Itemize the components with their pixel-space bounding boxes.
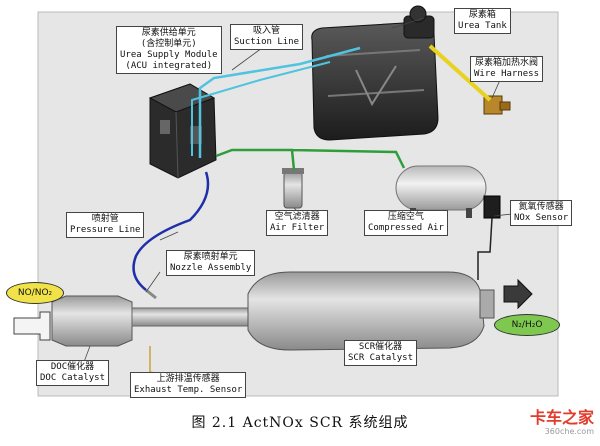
label-nozzle-en: Nozzle Assembly [170,263,252,273]
label-air-filter: 空气滤清器 Air Filter [266,210,329,236]
label-compressed-air: 压缩空气 Compressed Air [364,210,448,236]
label-filter-zh: 空气滤清器 [274,212,320,222]
label-supply-zh2: (含控制单元) [140,39,197,49]
watermark-sub: 360che.com [544,427,594,436]
watermark-main: 卡车之家 [529,408,594,427]
label-suction-line-en: Suction Line [234,37,300,47]
label-doc-en: DOC Catalyst [40,373,106,383]
air-line [215,148,406,171]
nox-sensor-shape [483,195,501,219]
label-scr-en: SCR Catalyst [348,353,414,363]
label-temp-en: Exhaust Temp. Sensor [134,385,243,395]
label-pressure-line: 喷射管 Pressure Line [66,212,145,238]
label-scr-zh: SCR催化器 [358,342,403,352]
label-urea-tank-zh: 尿素箱 [468,10,496,20]
label-pressure-zh: 喷射管 [91,214,119,224]
label-temp-zh: 上游排温传感器 [156,374,220,384]
inlet-gas-oval: NO/NO₂ [6,282,64,304]
label-nox-sensor: 氮氧传感器 NOx Sensor [510,200,573,226]
label-filter-en: Air Filter [270,223,325,233]
return-line [191,61,331,156]
label-suction-line-zh: 吸入管 [253,26,281,36]
label-supply-zh1: 尿素供给单元 [141,28,196,38]
label-pressure-en: Pressure Line [70,225,141,235]
wire-harness [428,44,492,102]
exhaust-system-shape [13,271,533,351]
watermark: 卡车之家 360che.com [529,408,594,437]
label-doc-zh: DOC催化器 [50,362,95,372]
label-scr-catalyst: SCR催化器 SCR Catalyst [344,340,418,366]
label-doc-catalyst: DOC催化器 DOC Catalyst [36,360,110,386]
label-nox-zh: 氮氧传感器 [518,202,564,212]
label-nozzle-assembly: 尿素喷射单元 Nozzle Assembly [166,250,256,276]
label-compressed-en: Compressed Air [368,223,444,233]
suction-line [198,46,361,158]
air-filter-shape [282,168,304,209]
label-urea-supply-module: 尿素供给单元 (含控制单元) Urea Supply Module (ACU i… [116,26,222,74]
label-compressed-zh: 压缩空气 [387,212,424,222]
label-wire-harness: 尿素箱加热水阀 Wire Harness [470,56,544,82]
label-nozzle-zh: 尿素喷射单元 [183,252,238,262]
label-exhaust-temp-sensor: 上游排温传感器 Exhaust Temp. Sensor [130,372,247,398]
label-supply-en2: (ACU integrated) [125,61,213,71]
label-suction-line: 吸入管 Suction Line [230,24,304,50]
pressure-line [132,171,210,291]
outlet-gas-oval: N₂/H₂O [494,314,560,336]
figure-caption: 图 2.1 ActNOx SCR 系统组成 [191,415,409,431]
nozzle-pipe [145,288,157,300]
label-nox-en: NOx Sensor [514,213,569,223]
urea-supply-module-shape [148,83,217,179]
label-wire-zh: 尿素箱加热水阀 [475,58,539,68]
nox-harness [477,217,493,280]
label-wire-en: Wire Harness [474,69,540,79]
label-urea-tank: 尿素箱 Urea Tank [454,8,511,34]
label-supply-en1: Urea Supply Module [120,50,218,60]
label-urea-tank-en: Urea Tank [458,21,507,31]
